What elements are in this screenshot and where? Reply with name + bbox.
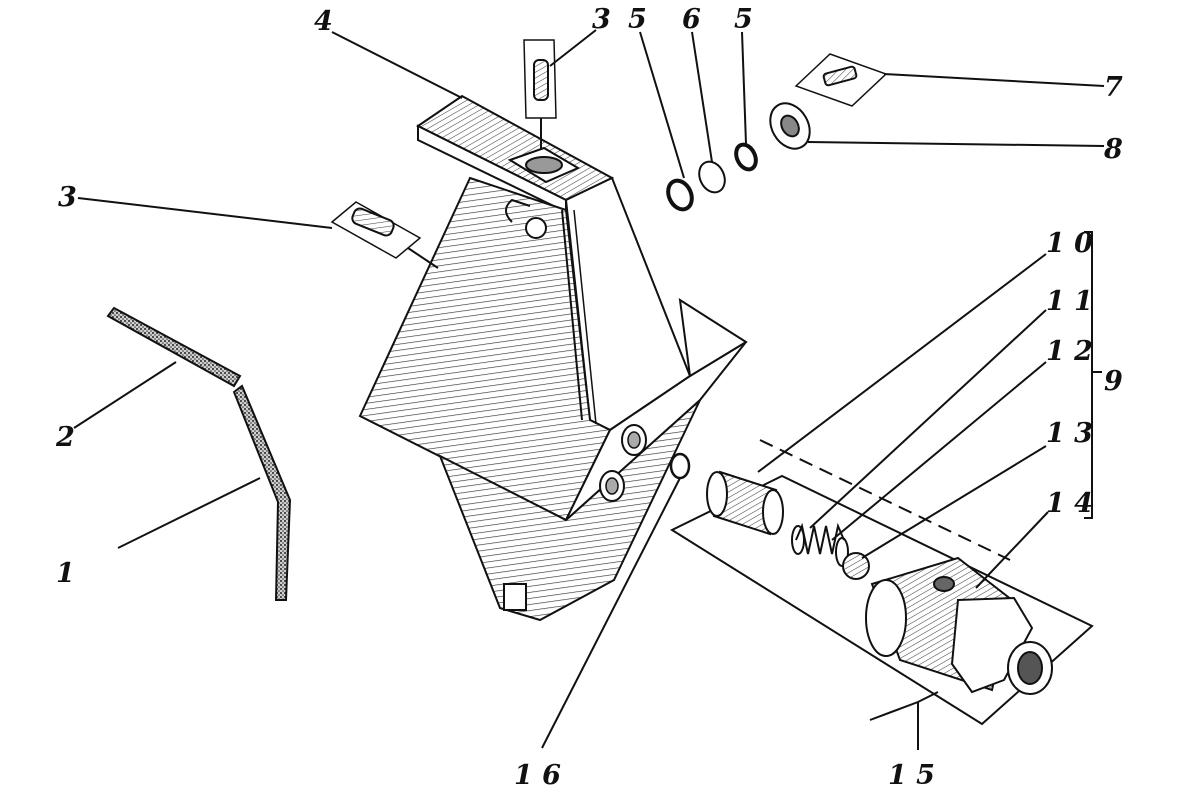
seal-strip-upper xyxy=(106,306,242,388)
label-16: 1 6 xyxy=(514,760,561,791)
part-labels: 1 2 3 3 4 5 6 5 7 8 9 1 0 1 1 1 2 1 3 1 … xyxy=(55,4,1123,791)
label-11: 1 1 xyxy=(1046,286,1093,317)
spring xyxy=(791,522,849,567)
filter-disc xyxy=(698,160,726,194)
label-13: 1 3 xyxy=(1046,418,1093,449)
label-1: 1 xyxy=(56,558,75,589)
tank-body xyxy=(358,94,748,622)
sealing-ring-right xyxy=(734,142,758,172)
flange xyxy=(769,102,811,150)
sealing-washer xyxy=(669,452,691,480)
threaded-bushing xyxy=(706,470,784,536)
valve-ball xyxy=(842,552,870,580)
sealing-ring-left xyxy=(666,178,694,212)
label-3-top: 3 xyxy=(592,4,611,35)
label-8: 8 xyxy=(1103,134,1123,165)
valve-housing xyxy=(865,556,1053,695)
label-9: 9 xyxy=(1104,366,1123,397)
label-6: 6 xyxy=(682,4,701,35)
label-14: 1 4 xyxy=(1046,488,1093,519)
label-15: 1 5 xyxy=(888,760,935,791)
screw xyxy=(794,53,888,107)
plug-side xyxy=(330,201,439,269)
seal-strip-lower xyxy=(232,384,292,601)
label-12: 1 2 xyxy=(1046,336,1093,367)
label-4: 4 xyxy=(314,6,333,37)
label-5-right: 5 xyxy=(734,4,753,35)
label-7: 7 xyxy=(1104,72,1123,103)
label-5-left: 5 xyxy=(628,4,647,35)
label-2: 2 xyxy=(55,422,75,453)
leader-lines xyxy=(73,29,1105,750)
plug-upper xyxy=(523,39,557,150)
label-3-side: 3 xyxy=(58,182,77,213)
label-10: 1 0 xyxy=(1046,228,1093,259)
